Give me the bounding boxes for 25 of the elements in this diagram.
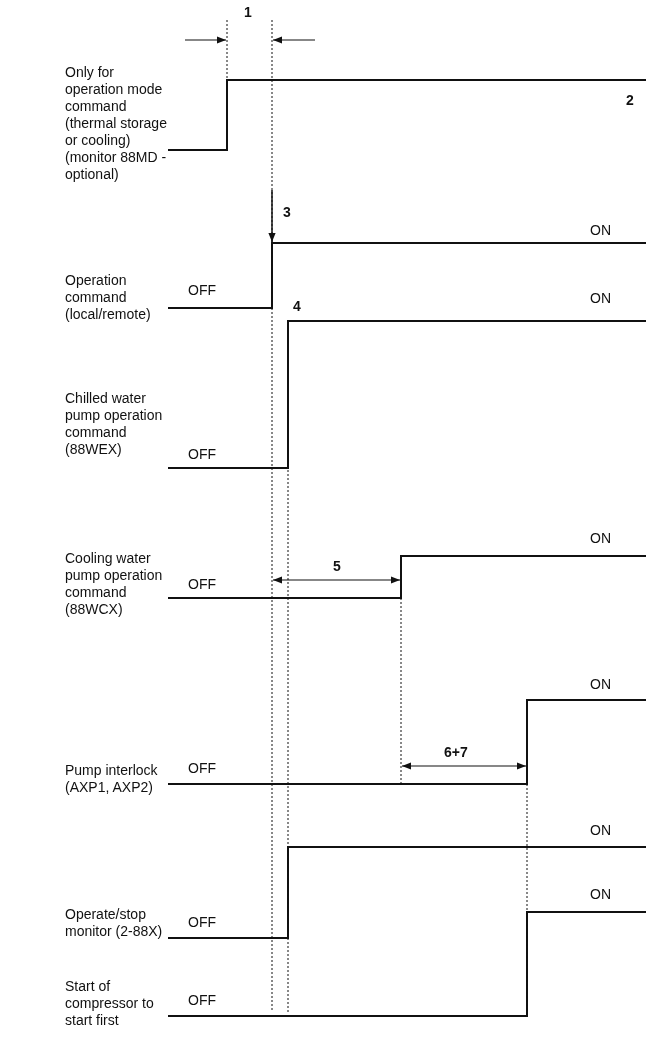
state-label: OFF xyxy=(188,282,217,299)
state-label: ON xyxy=(590,886,612,903)
state-label: OFF xyxy=(188,760,217,777)
signal-name: Cooling water pump operation command (88WCX) xyxy=(65,550,164,618)
state-label: ON xyxy=(590,822,612,839)
state-label: ON xyxy=(590,676,612,693)
callout-number: 4 xyxy=(293,298,302,315)
callout-number: 5 xyxy=(333,558,342,575)
signal-name: Operation command (local/remote) xyxy=(65,272,152,323)
signal-name: Chilled water pump operation command (88WEX) xyxy=(65,390,164,458)
state-label: OFF xyxy=(188,992,217,1009)
state-label: OFF xyxy=(188,446,217,463)
callout-number: 1 xyxy=(244,4,253,21)
signal-name: Only for operation mode command (thermal storage or cooling) (monitor 88MD - optional) xyxy=(65,64,168,183)
callout-number: 6+7 xyxy=(444,744,469,761)
callout-number: 3 xyxy=(283,204,292,221)
signal-name: Start of compressor to start first xyxy=(65,978,155,1029)
state-label: OFF xyxy=(188,576,217,593)
state-label: OFF xyxy=(188,914,217,931)
state-label: ON xyxy=(590,530,612,547)
callout-number: 2 xyxy=(626,92,635,109)
state-label: ON xyxy=(590,290,612,307)
signal-name: Operate/stop monitor (2-88X) xyxy=(65,906,164,940)
state-label: ON xyxy=(590,222,612,239)
signal-name: Pump interlock (AXP1, AXP2) xyxy=(65,762,159,796)
